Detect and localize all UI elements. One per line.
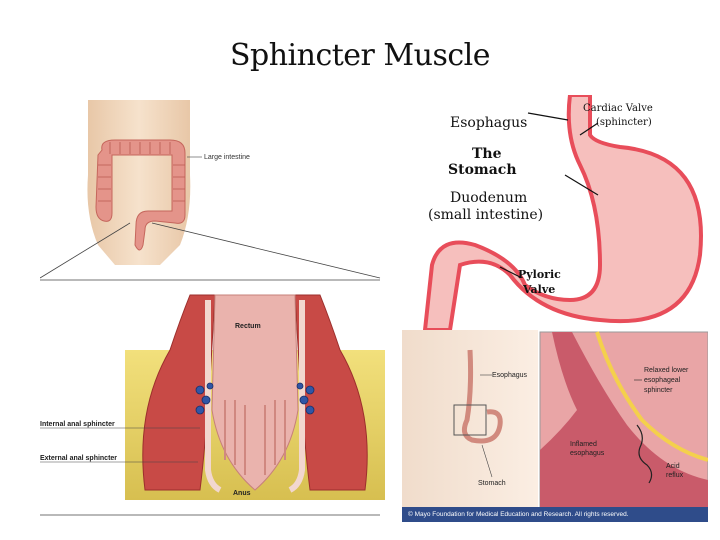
inflamed-label-2: esophagus bbox=[570, 450, 605, 457]
mayo-esophagus-label: Esophagus bbox=[492, 372, 528, 379]
stomach-label: Stomach bbox=[448, 162, 517, 178]
esophagus-label: Esophagus bbox=[450, 115, 527, 131]
acid-label-2: reflux bbox=[666, 472, 684, 479]
internal-sphincter-label: Internal anal sphincter bbox=[40, 421, 115, 428]
mayo-stomach-label: Stomach bbox=[478, 480, 506, 487]
duodenum-label: Duodenum bbox=[450, 190, 527, 206]
torso-diagram: Large intestine bbox=[40, 95, 385, 285]
page-title: Sphincter Muscle bbox=[0, 38, 720, 73]
relaxed-label-2: esophageal bbox=[644, 377, 681, 384]
small-intestine-label: (small intestine) bbox=[428, 207, 543, 223]
anus-label: Anus bbox=[233, 490, 251, 497]
the-label: The bbox=[472, 146, 502, 162]
copyright-bar: © Mayo Foundation for Medical Education … bbox=[402, 507, 708, 522]
stomach-diagram: Esophagus Cardiac Valve (sphincter) The … bbox=[420, 95, 720, 330]
large-intestine-label: Large intestine bbox=[204, 154, 250, 161]
acid-label-1: Acid bbox=[666, 463, 680, 470]
anal-sphincter-diagram: Rectum Internal anal sphincter External … bbox=[40, 290, 385, 520]
relaxed-label-3: sphincter bbox=[644, 387, 673, 394]
valve-label: Valve bbox=[522, 283, 555, 296]
rectum-label: Rectum bbox=[235, 323, 261, 330]
reflux-diagram: Esophagus Stomach Relaxed lower esophage… bbox=[402, 330, 708, 508]
external-sphincter-label: External anal sphincter bbox=[40, 455, 117, 462]
relaxed-label-1: Relaxed lower bbox=[644, 367, 689, 374]
sphincter-label: (sphincter) bbox=[596, 117, 652, 128]
cardiac-valve-label: Cardiac Valve bbox=[583, 103, 653, 114]
inflamed-label-1: Inflamed bbox=[570, 441, 597, 448]
pyloric-label: Pyloric bbox=[518, 268, 561, 281]
